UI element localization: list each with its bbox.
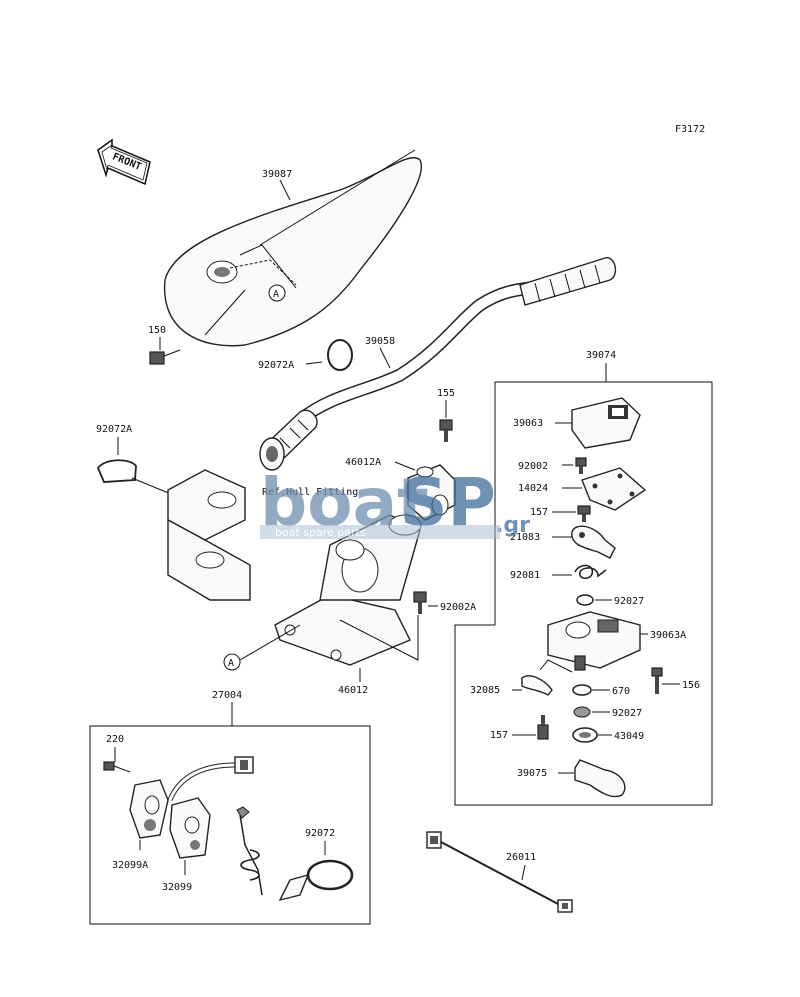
screw-156 xyxy=(651,667,663,694)
boatsp-watermark: boat SP .gr boat spare parts xyxy=(260,464,530,541)
switch-cover-39063 xyxy=(571,397,641,449)
screw-157-top xyxy=(577,505,591,522)
label-92002A: 92002A xyxy=(440,602,476,613)
watermark-tagline: boat spare parts xyxy=(275,526,366,539)
label-670: 670 xyxy=(612,686,630,697)
washer-92027-top xyxy=(576,594,594,606)
switch-32099A xyxy=(129,779,169,839)
switch-kit-box xyxy=(454,381,713,806)
label-21083: 21083 xyxy=(510,532,540,543)
label-92027-bottom: 92027 xyxy=(612,708,642,719)
label-150: 150 xyxy=(148,325,166,336)
lanyard-clip xyxy=(236,806,263,896)
switch-assembly-box xyxy=(89,725,371,925)
screw-220 xyxy=(103,761,131,773)
washer-92027-bottom xyxy=(573,706,591,718)
spring-92081 xyxy=(574,564,607,580)
label-39087: 39087 xyxy=(262,169,292,180)
label-92081: 92081 xyxy=(510,570,540,581)
label-157-bottom: 157 xyxy=(490,730,508,741)
label-32099A: 32099A xyxy=(112,860,148,871)
oring-670 xyxy=(572,684,592,696)
bolt-155 xyxy=(439,419,453,442)
label-39074: 39074 xyxy=(586,350,616,361)
callout-a-bottom xyxy=(223,653,241,671)
gasket-14024 xyxy=(581,467,647,511)
bolt-92002A xyxy=(413,591,427,614)
label-92027-top: 92027 xyxy=(614,596,644,607)
band-92072A-left xyxy=(96,459,137,483)
label-92002: 92002 xyxy=(518,461,548,472)
label-92072: 92072 xyxy=(305,828,335,839)
figure-code: F3172 xyxy=(675,124,705,135)
label-27004: 27004 xyxy=(212,690,242,701)
screw-92002 xyxy=(575,457,587,474)
label-155: 155 xyxy=(437,388,455,399)
label-39075: 39075 xyxy=(517,768,547,779)
cable-26011 xyxy=(426,831,573,913)
band-92072 xyxy=(278,859,354,902)
label-92072A-left: 92072A xyxy=(96,424,132,435)
seal-43049 xyxy=(572,727,598,743)
label-39058: 39058 xyxy=(365,336,395,347)
callout-a-top: A xyxy=(273,289,279,300)
contact-32085 xyxy=(521,675,553,696)
lever-21083 xyxy=(571,525,616,559)
callout-a-bottom-text: A xyxy=(228,658,234,669)
band-92072A-top xyxy=(327,339,353,371)
wire-harness xyxy=(167,756,254,802)
label-46012: 46012 xyxy=(338,685,368,696)
label-32099: 32099 xyxy=(162,882,192,893)
label-39063A: 39063A xyxy=(650,630,686,641)
label-46012A: 46012A xyxy=(345,457,381,468)
pole-cover-39087: A xyxy=(163,149,422,347)
label-220: 220 xyxy=(106,734,124,745)
label-14024: 14024 xyxy=(518,483,548,494)
label-32085: 32085 xyxy=(470,685,500,696)
handlebar-39058 xyxy=(259,257,617,471)
switch-32099 xyxy=(169,797,211,859)
label-39063: 39063 xyxy=(513,418,543,429)
label-92072A-top: 92072A xyxy=(258,360,294,371)
ref-hull-fitting-note: Ref.Hull Fitting xyxy=(262,487,358,498)
switch-case-39063A xyxy=(547,611,641,671)
label-157-top: 157 xyxy=(530,507,548,518)
label-26011: 26011 xyxy=(506,852,536,863)
clamp-46012A xyxy=(407,464,456,521)
front-arrow-icon: FRONT xyxy=(97,138,151,186)
watermark-suffix: .gr xyxy=(495,513,530,538)
hull-fitting-bracket xyxy=(167,469,251,601)
throttle-lever-39075 xyxy=(574,759,626,798)
label-156: 156 xyxy=(682,680,700,691)
bolt-150 xyxy=(149,349,181,365)
label-43049: 43049 xyxy=(614,731,644,742)
screw-157-bottom xyxy=(537,715,549,740)
